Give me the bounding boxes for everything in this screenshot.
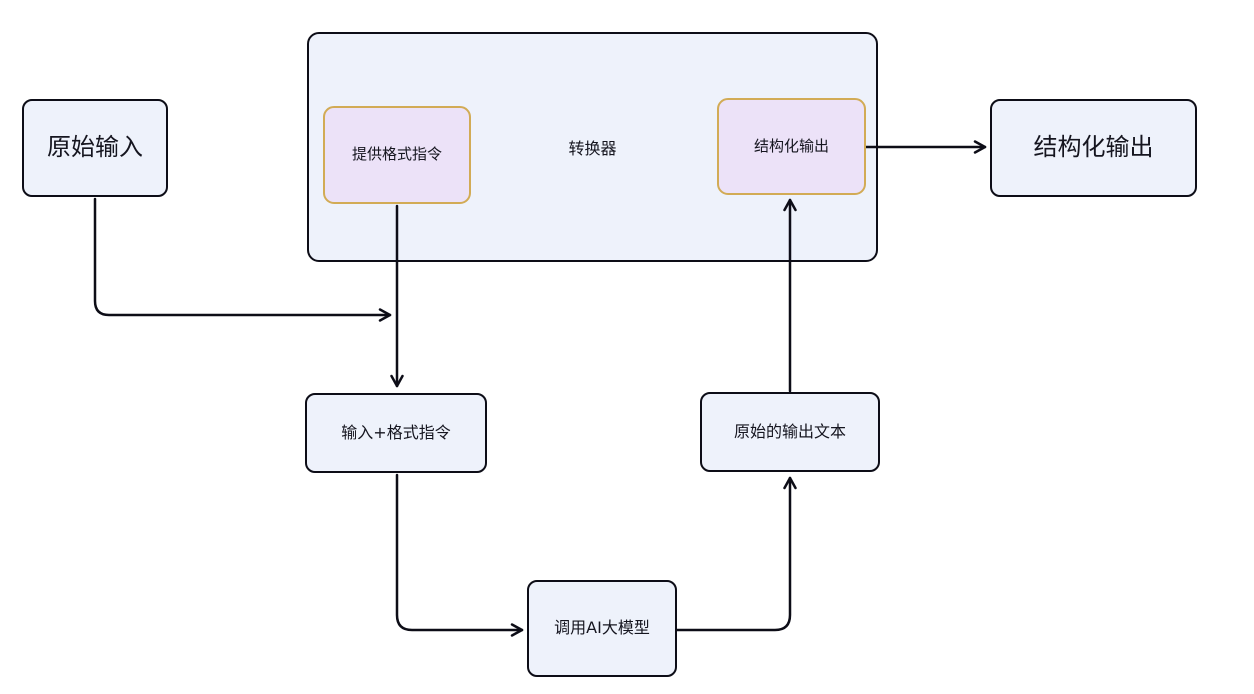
node-raw-output-text: 原始的输出文本 xyxy=(700,392,880,472)
node-call-ai-model: 调用AI大模型 xyxy=(527,580,677,677)
node-provide-format-instructions: 提供格式指令 xyxy=(323,106,471,204)
node-raw-input: 原始输入 xyxy=(22,99,168,197)
edge-input-format-to-call-ai xyxy=(395,473,524,637)
node-structured-output: 结构化输出 xyxy=(990,99,1197,197)
node-input-plus-format: 输入+格式指令 xyxy=(305,393,487,473)
node-structured-output-inner: 结构化输出 xyxy=(717,98,866,195)
edge-call-ai-to-raw-output xyxy=(675,476,797,632)
node-converter-label: 转换器 xyxy=(568,139,617,158)
